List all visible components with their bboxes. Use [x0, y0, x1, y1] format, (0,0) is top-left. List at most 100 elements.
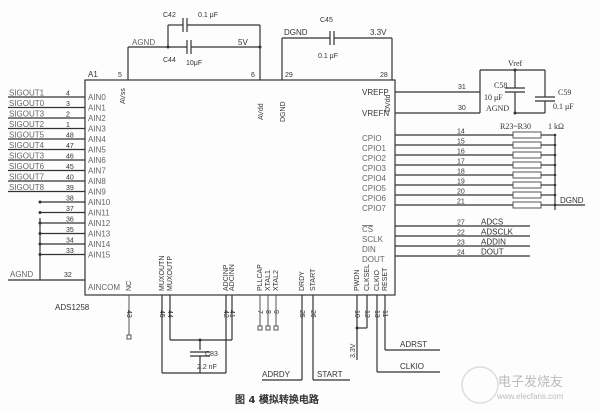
resistor [512, 181, 542, 189]
pin-clkio-label: CLKIO [374, 269, 381, 291]
pin-cpio5-label: CPIO5 [362, 184, 387, 193]
pin-avss-label: AVss [120, 88, 127, 104]
pin-cpio-label: CPIO [362, 134, 382, 143]
c83-ref: C83 [205, 351, 218, 358]
net-3v3-top: 3.3V [370, 28, 387, 37]
resistor [512, 151, 542, 159]
chip-designator: A1 [88, 70, 98, 79]
pin-vrefn-label: VREFN [362, 109, 389, 118]
pin-aincom-label: AINCOM [88, 283, 120, 292]
pin-start-label: START [310, 268, 317, 291]
pin-ain7-label: AIN7 [88, 167, 106, 176]
net-sigout0: SIGOUT0 [9, 99, 45, 108]
chip-part-number: ADS1258 [55, 303, 90, 312]
net-sigout2: SIGOUT2 [9, 120, 45, 129]
svg-text:43: 43 [125, 310, 132, 318]
net-start: START [317, 370, 343, 379]
svg-text:27: 27 [457, 220, 465, 227]
c42-ref: C42 [163, 12, 176, 19]
pin-ain3-label: AIN3 [88, 125, 106, 134]
net-agnd-ref: AGND [486, 104, 509, 113]
pin-ain13-label: AIN13 [88, 230, 111, 239]
svg-text:18: 18 [457, 169, 465, 176]
pin-cpio1-label: CPIO1 [362, 144, 387, 153]
c45-ref: C45 [320, 17, 333, 24]
pin-xtal1-label: XTAL1 [265, 270, 272, 291]
net-vref: Vref [508, 59, 523, 68]
watermark-url: www.elecfans.com [496, 392, 564, 401]
watermark: 电子发烧友 www.elecfans.com [461, 366, 564, 404]
pin-avdd-label: AVdd [258, 103, 265, 120]
resistor-value: 1 kΩ [548, 122, 564, 131]
net-sigout3: SIGOUT3 [9, 152, 45, 161]
svg-text:46: 46 [66, 154, 74, 161]
pin-ain11-label: AIN11 [88, 209, 110, 218]
pin-cpio7-label: CPIO7 [362, 204, 387, 213]
net-sigout5: SIGOUT5 [9, 131, 45, 140]
net-clkio: CLKIO [400, 362, 424, 371]
net-3v3-bottom: 3.3V [350, 343, 357, 358]
pin-cpio6-label: CPIO6 [362, 194, 387, 203]
pin-muxoutn-label: MUXOUTN [159, 256, 166, 291]
net-dout: DOUT [481, 248, 504, 257]
resistor [512, 201, 542, 209]
pin-ain10-label: AIN10 [88, 198, 111, 207]
pin-dvdd-label: DVdd [385, 94, 392, 112]
pin-ain12-label: AIN12 [88, 219, 111, 228]
svg-text:48: 48 [66, 133, 74, 140]
net-agnd-top: AGND [132, 38, 155, 47]
pin-ain8-label: AIN8 [88, 177, 106, 186]
svg-text:20: 20 [457, 189, 465, 196]
svg-text:35: 35 [66, 227, 74, 234]
resistor [512, 161, 542, 169]
net-sigout8: SIGOUT8 [9, 183, 45, 192]
c59-value: 0.1 μF [553, 102, 574, 111]
net-sigout1: SIGOUT1 [9, 89, 45, 98]
net-adcs: ADCS [481, 218, 503, 227]
pin-ain15-label: AIN15 [88, 251, 111, 260]
svg-text:14: 14 [457, 129, 465, 136]
net-adrst: ADRST [400, 340, 427, 349]
c42-value: 0.1 μF [198, 12, 218, 19]
svg-text:28: 28 [380, 72, 388, 79]
resistor [512, 191, 542, 199]
svg-text:15: 15 [457, 139, 465, 146]
c59-ref: C59 [558, 88, 571, 97]
pin-reset-label: RESET [382, 267, 389, 291]
pin-dgnd-label: DGND [280, 101, 287, 122]
pin-ain14-label: AIN14 [88, 240, 111, 249]
c45-value: 0.1 μF [318, 53, 338, 60]
svg-text:34: 34 [66, 238, 74, 245]
pin-cpio2-label: CPIO2 [362, 154, 387, 163]
svg-text:36: 36 [66, 217, 74, 224]
svg-text:3: 3 [66, 101, 70, 108]
pin-ain6-label: AIN6 [88, 156, 106, 165]
resistor [512, 141, 542, 149]
c83-value: 2.2 nF [197, 364, 217, 371]
svg-text:33: 33 [66, 248, 74, 255]
svg-text:47: 47 [66, 143, 74, 150]
pin-dout-label: DOUT [362, 255, 385, 264]
c58-value: 10 μF [484, 93, 503, 102]
svg-text:4: 4 [66, 91, 70, 98]
net-sigout7: SIGOUT7 [9, 173, 45, 182]
svg-text:24: 24 [457, 250, 465, 257]
resistor [512, 171, 542, 179]
svg-text:45: 45 [66, 164, 74, 171]
pin-din-label: DIN [362, 245, 376, 254]
pin-adcinp-label: ADCINP [223, 264, 230, 291]
pin-xtal2-label: XTAL2 [273, 270, 280, 291]
pin-ain9-label: AIN9 [88, 188, 106, 197]
svg-text:2: 2 [66, 112, 70, 119]
svg-text:19: 19 [457, 179, 465, 186]
svg-text:38: 38 [66, 196, 74, 203]
pin-clksel-label: CLKSEL [364, 264, 371, 291]
pin-cpio3-label: CPIO3 [362, 164, 387, 173]
pin-ain4-label: AIN4 [88, 135, 106, 144]
svg-text:39: 39 [66, 185, 74, 192]
svg-text:37: 37 [66, 206, 74, 213]
net-dgnd-top: DGND [284, 28, 308, 37]
